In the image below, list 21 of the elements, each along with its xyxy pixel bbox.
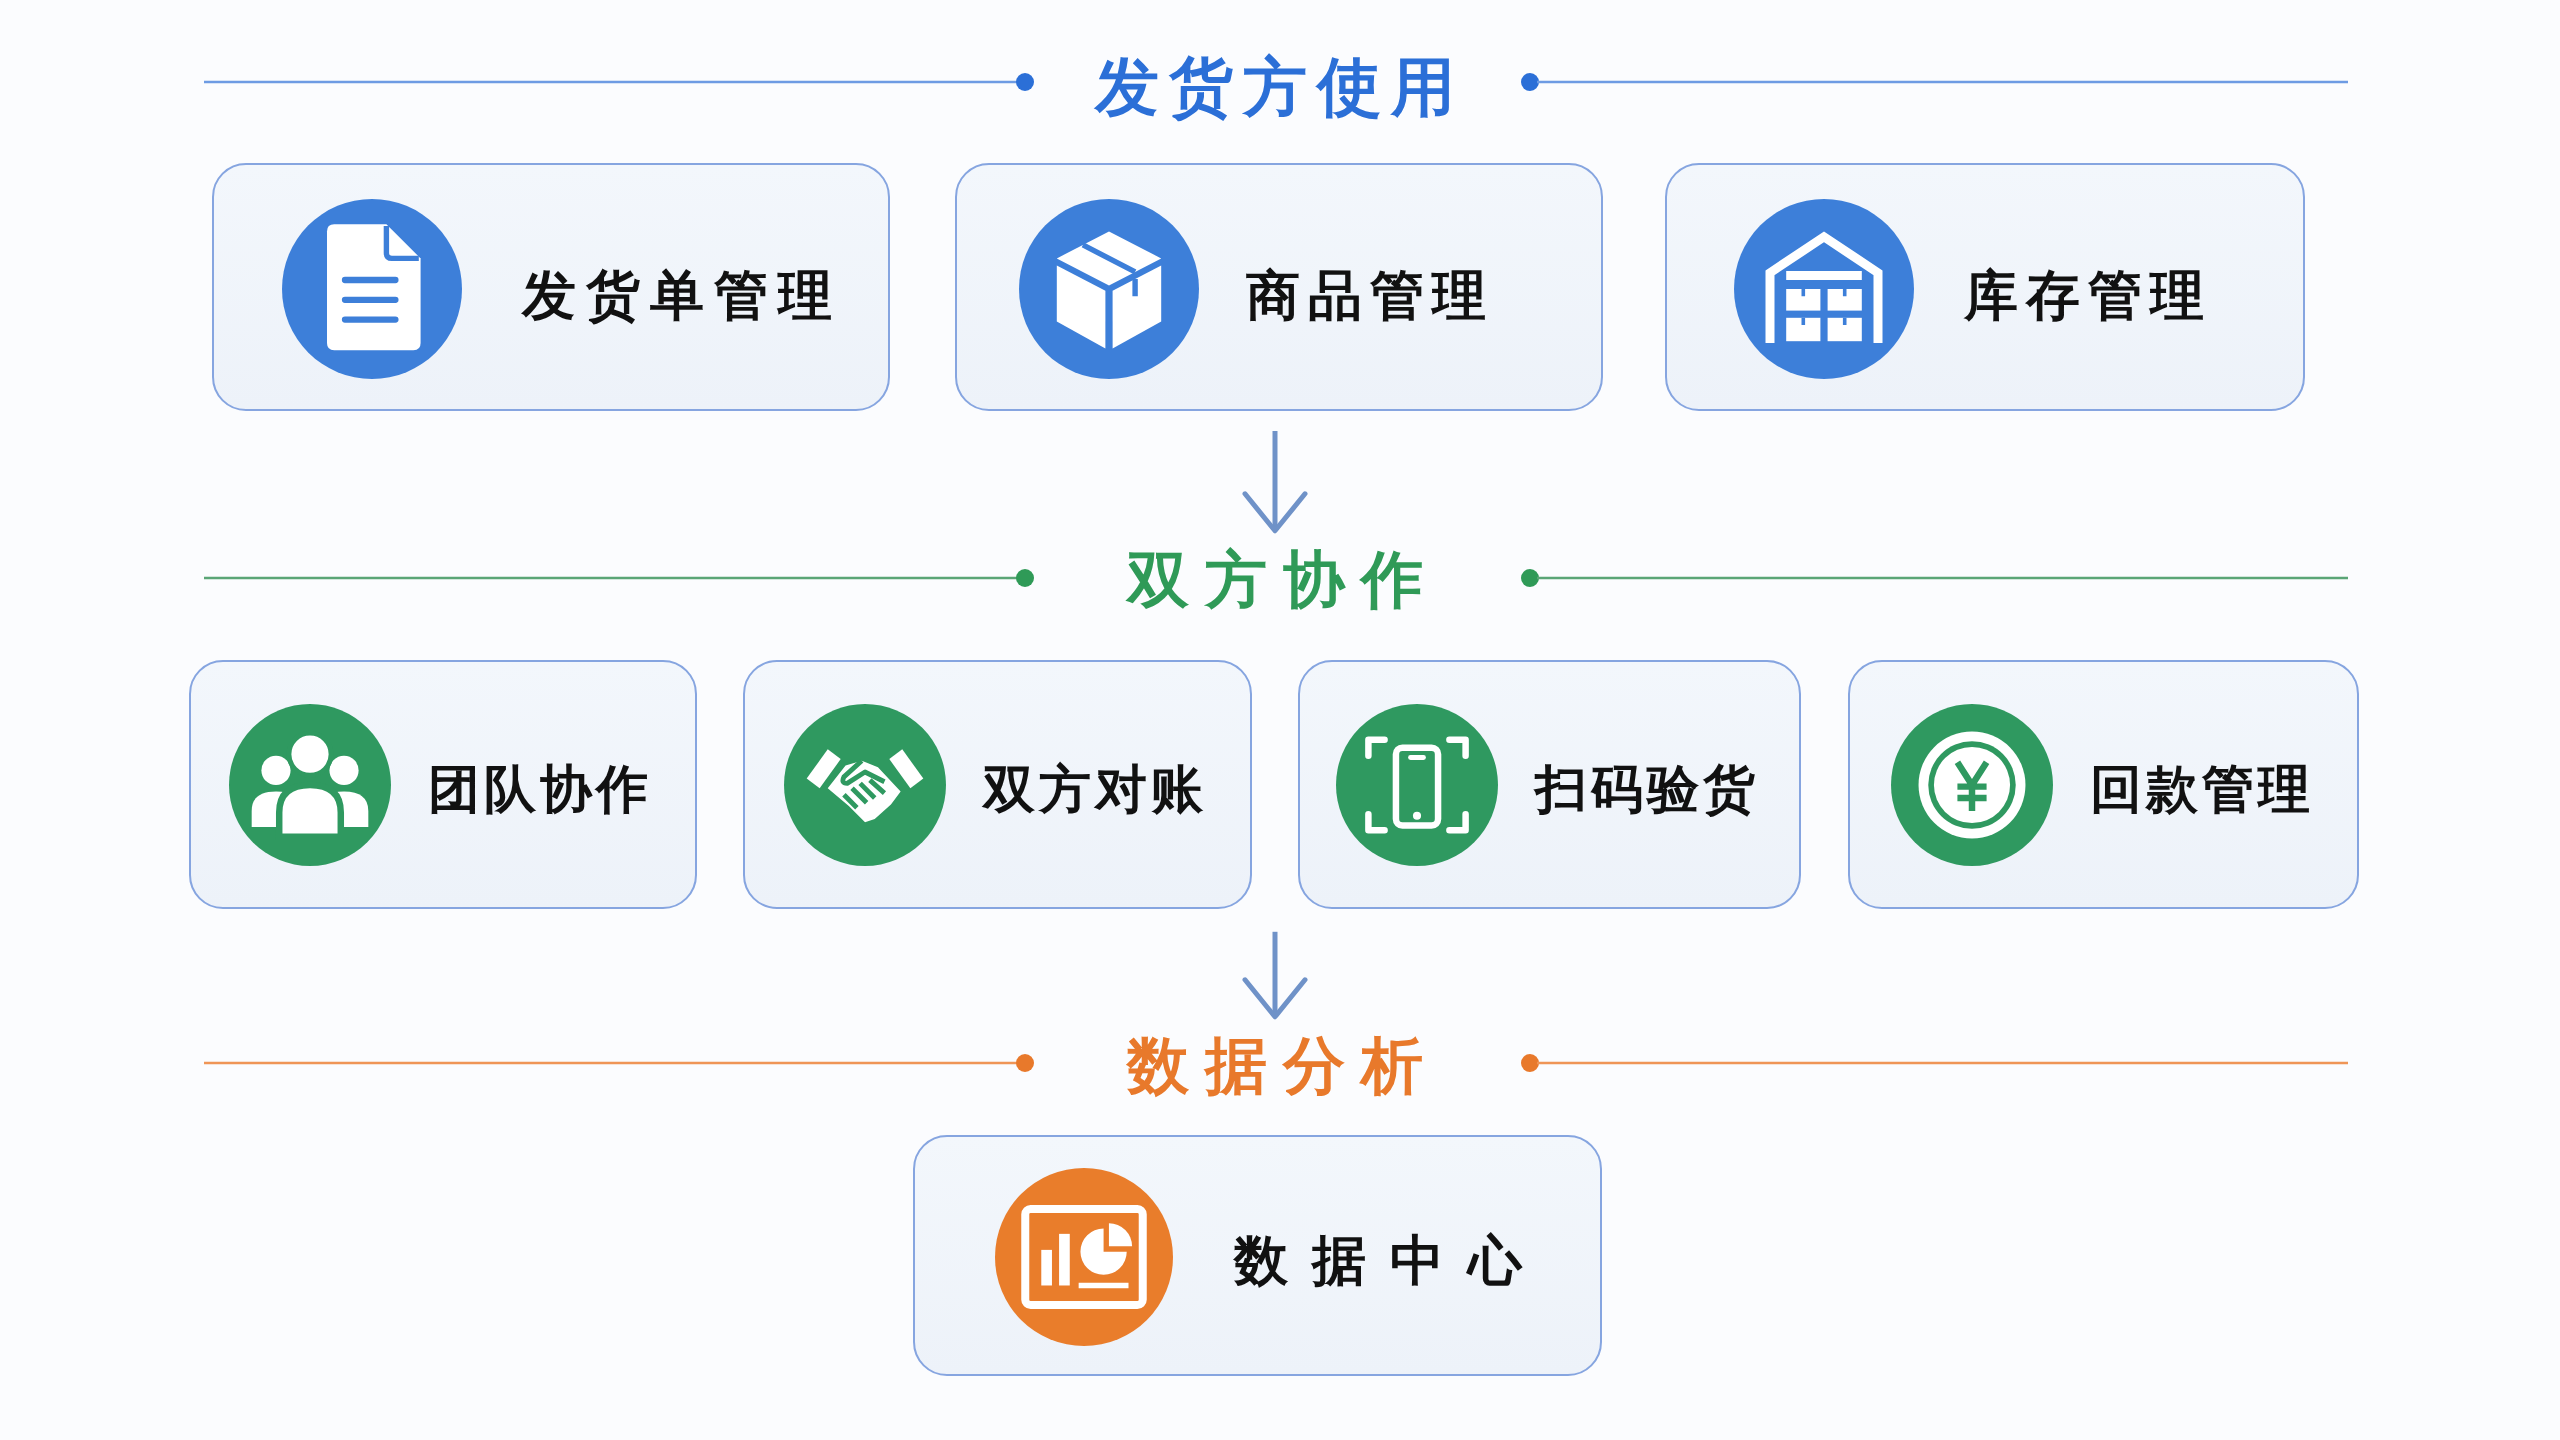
card-label: 回款管理	[2089, 758, 2314, 821]
section-heading: 双方协作	[1111, 542, 1439, 618]
card-label: 发货单管理	[521, 264, 842, 329]
card-label: 双方对账	[982, 758, 1207, 821]
feature-card	[955, 163, 1603, 411]
feature-card	[913, 1135, 1602, 1376]
card-label: 库存管理	[1963, 264, 2212, 329]
feature-card	[1848, 660, 2359, 909]
card-label: 数据中心	[1233, 1229, 1546, 1294]
feature-card	[212, 163, 890, 411]
arrow	[1242, 431, 1308, 534]
card-label: 商品管理	[1245, 264, 1494, 329]
feature-card	[743, 660, 1252, 909]
card-label: 团队协作	[427, 758, 652, 821]
section-heading: 数据分析	[1111, 1028, 1439, 1104]
feature-card	[1298, 660, 1801, 909]
section-heading: 发货方使用	[1093, 48, 1465, 126]
feature-card	[1665, 163, 2305, 411]
card-label: 扫码验货	[1534, 758, 1759, 821]
arrow	[1242, 931, 1308, 1020]
feature-card	[189, 660, 697, 909]
